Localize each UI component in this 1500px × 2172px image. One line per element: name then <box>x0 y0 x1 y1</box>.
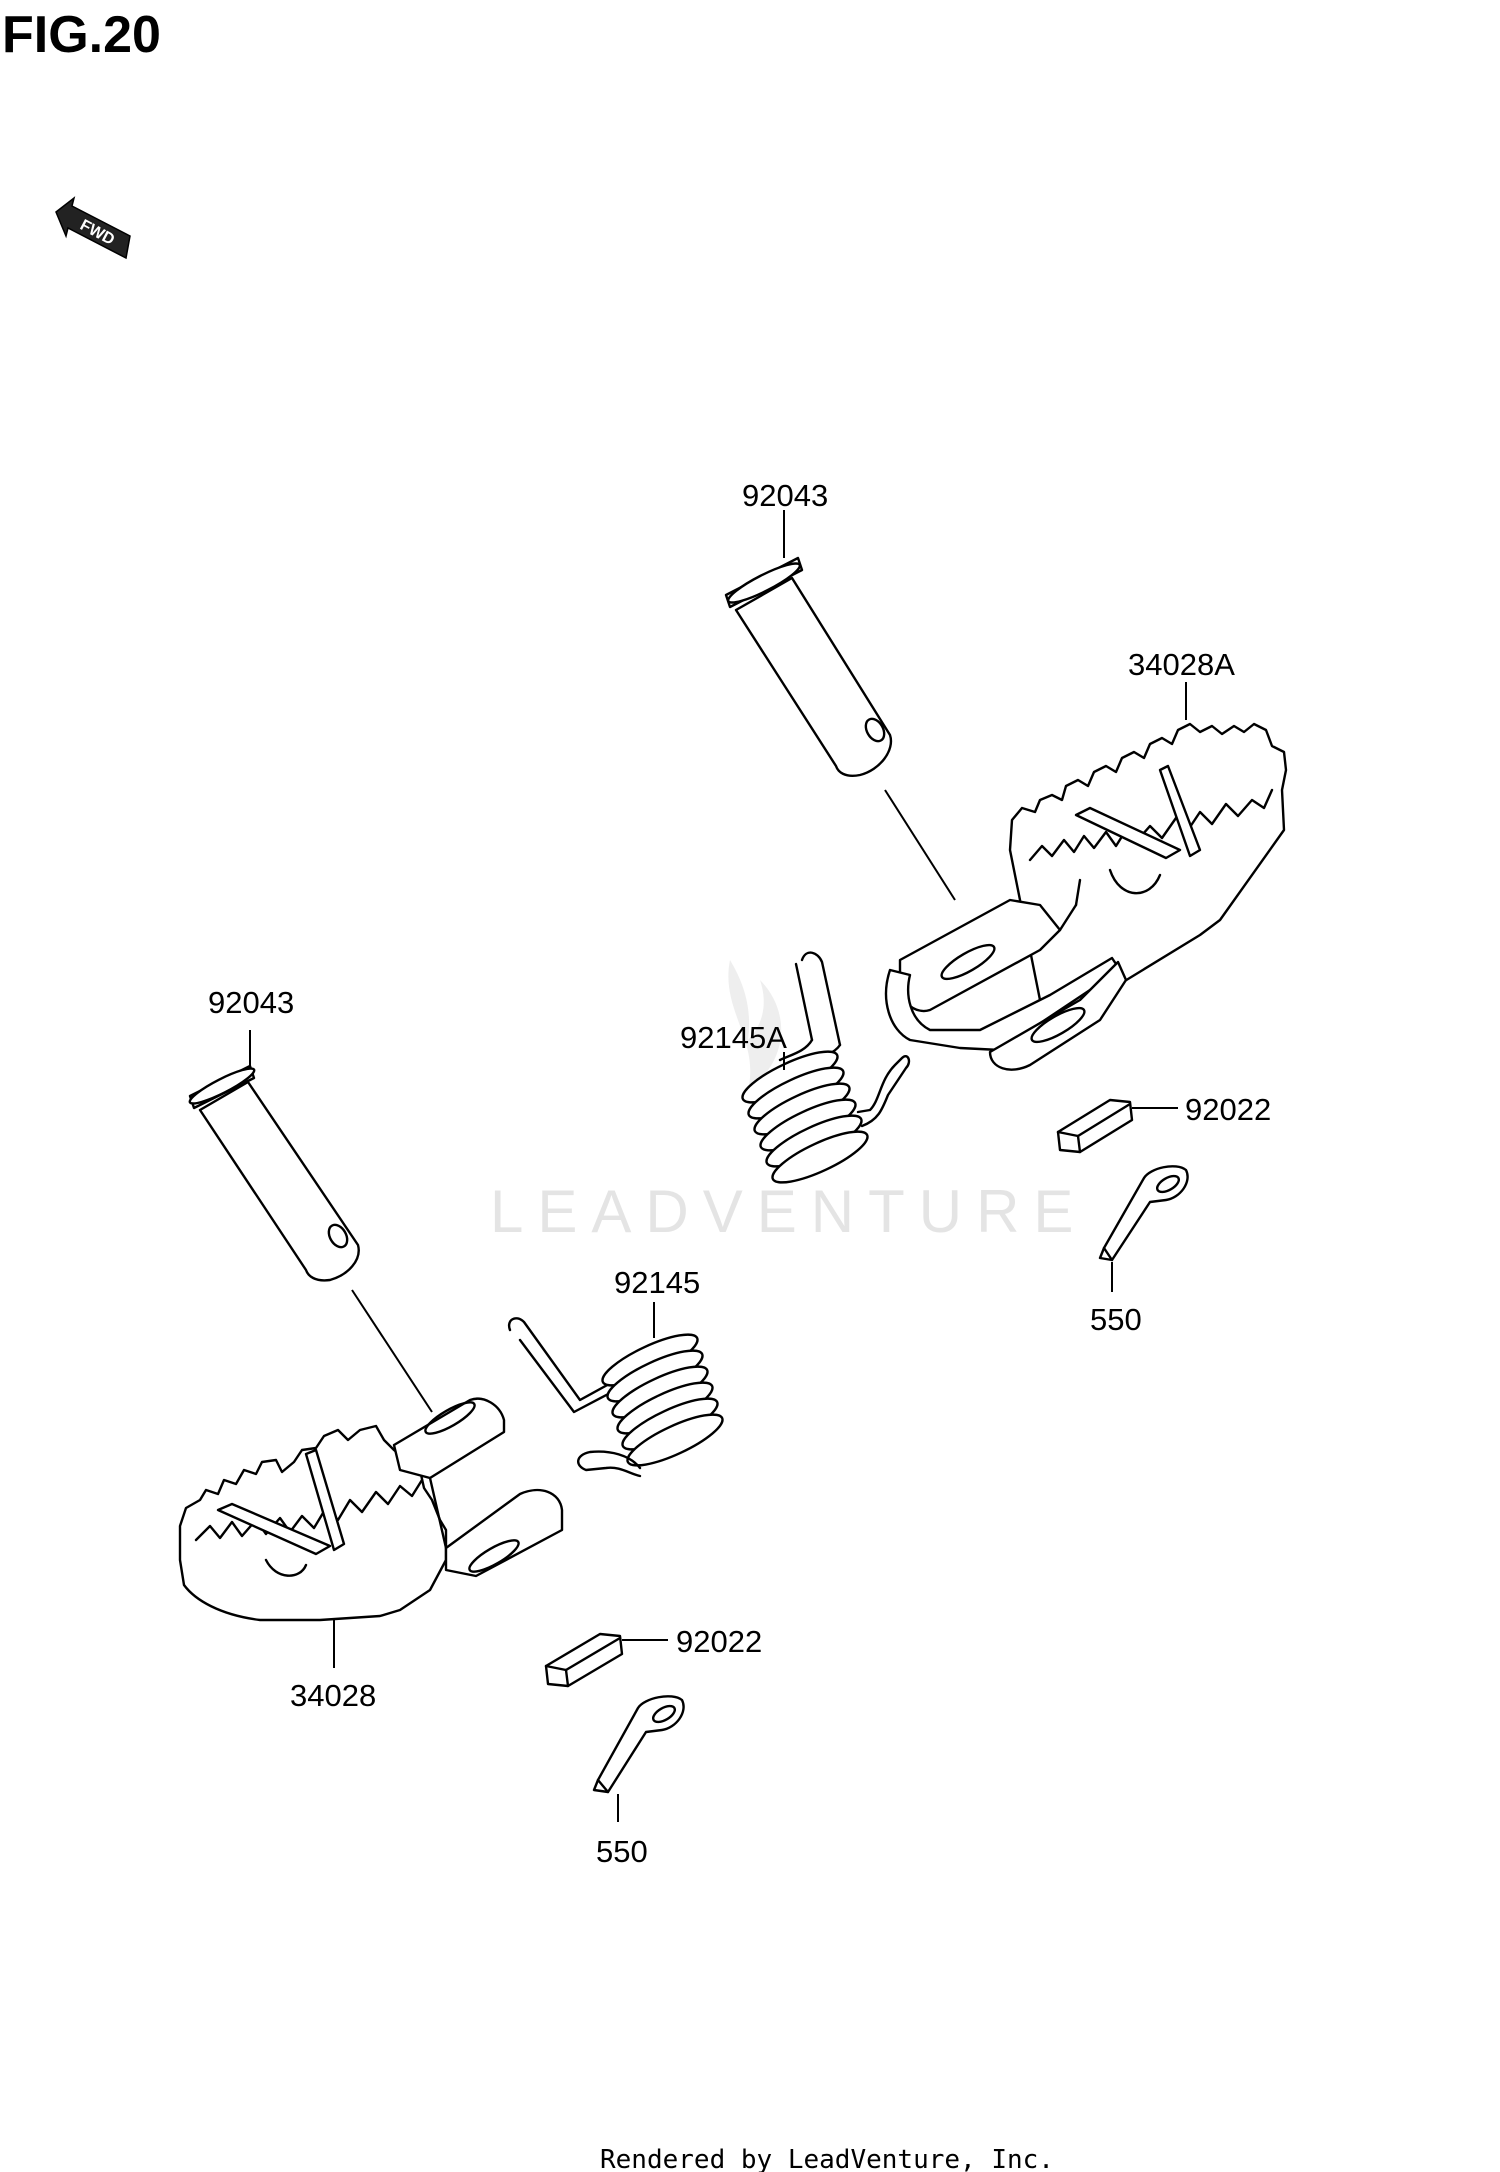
fwd-arrow-icon: FWD <box>55 196 131 260</box>
right-cotter-part <box>1098 1165 1189 1262</box>
callout-right-footpeg: 34028A <box>1128 647 1235 682</box>
callout-right-spring: 92145A <box>680 1020 787 1055</box>
watermark-text: LEADVENTURE <box>490 1178 1087 1245</box>
right-washer-part <box>1056 1098 1134 1154</box>
callout-left-footpeg: 34028 <box>290 1678 376 1713</box>
callout-left-pin: 92043 <box>208 985 294 1020</box>
left-footpeg-part <box>178 1397 564 1622</box>
left-cotter-part <box>592 1695 685 1794</box>
watermark: LEADVENTURE <box>490 960 1087 1245</box>
right-footpeg-part <box>884 722 1288 1071</box>
callout-right-cotter: 550 <box>1090 1302 1142 1337</box>
callout-left-cotter: 550 <box>596 1834 648 1869</box>
right-pin-part <box>724 556 893 777</box>
callout-left-spring: 92145 <box>614 1265 700 1300</box>
left-washer-part <box>544 1632 624 1688</box>
right-spring-part <box>741 951 911 1184</box>
figure-title: FIG.20 <box>2 6 161 64</box>
callout-right-pin: 92043 <box>742 478 828 513</box>
left-pin-part <box>188 1064 360 1282</box>
callout-right-washer: 92022 <box>1185 1092 1271 1127</box>
left-spring-part <box>507 1317 724 1478</box>
callout-left-washer: 92022 <box>676 1624 762 1659</box>
footer-credit: Rendered by LeadVenture, Inc. <box>600 2145 1054 2172</box>
